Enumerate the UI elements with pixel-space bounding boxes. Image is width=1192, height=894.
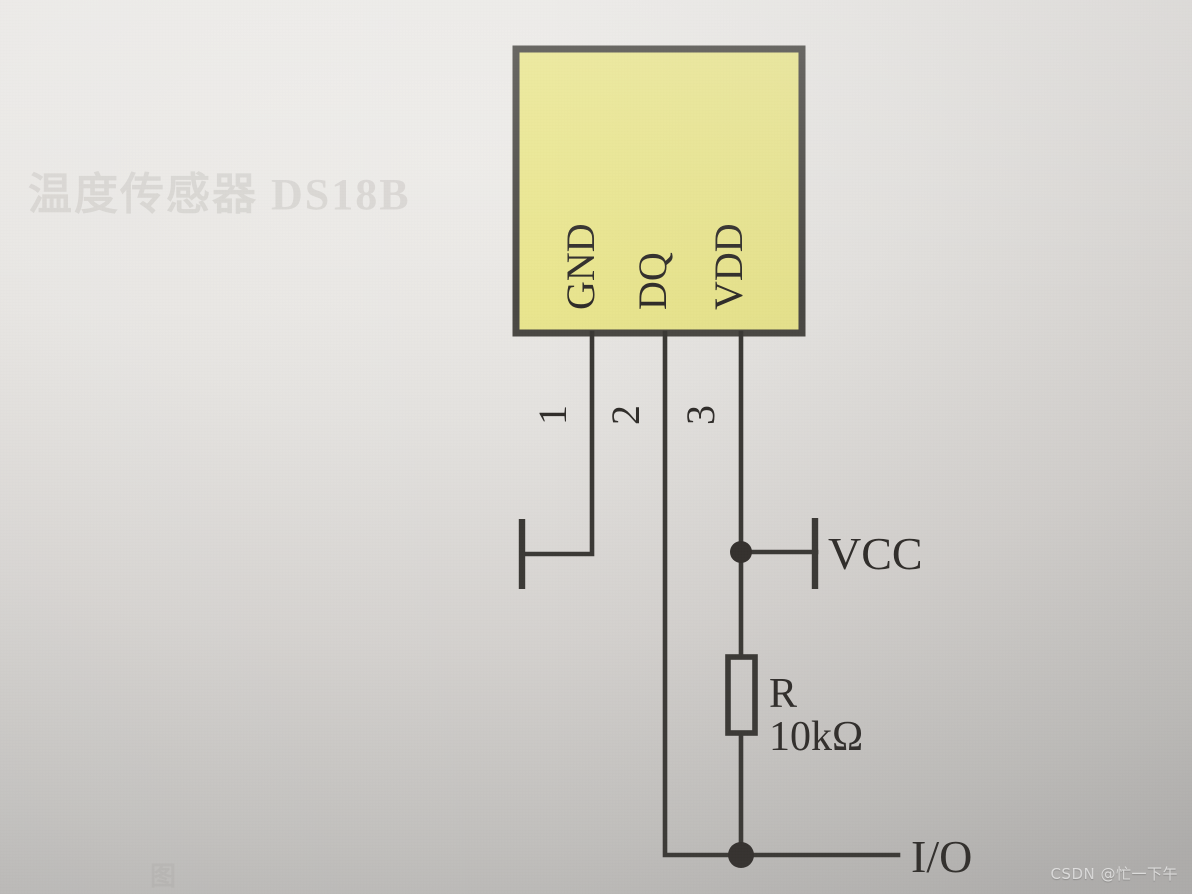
- pin-number-3: 3: [678, 405, 723, 425]
- junction-dot-vcc: [730, 541, 752, 563]
- bleed-through-text-top: 温度传感器 DS18B: [28, 170, 411, 219]
- pin-number-2: 2: [603, 405, 648, 425]
- resistor-body: [725, 654, 758, 736]
- pin-label-vdd: VDD: [706, 223, 751, 310]
- bleed-through-text-bottom: 图: [150, 862, 179, 891]
- wire-dq: [662, 330, 744, 858]
- ic-package-body: [512, 45, 806, 337]
- pin-label-gnd: GND: [558, 223, 603, 310]
- label-vcc: VCC: [828, 528, 923, 579]
- label-resistor-value: 10kΩ: [769, 714, 863, 760]
- label-resistor-designator: R: [769, 671, 797, 717]
- label-io: I/O: [911, 831, 972, 882]
- wire-gnd: [520, 330, 595, 557]
- pin-label-dq: DQ: [630, 252, 675, 310]
- csdn-watermark: CSDN @忙一下午: [1050, 865, 1178, 883]
- pin-number-1: 1: [530, 405, 575, 425]
- junction-dot-io: [728, 842, 754, 868]
